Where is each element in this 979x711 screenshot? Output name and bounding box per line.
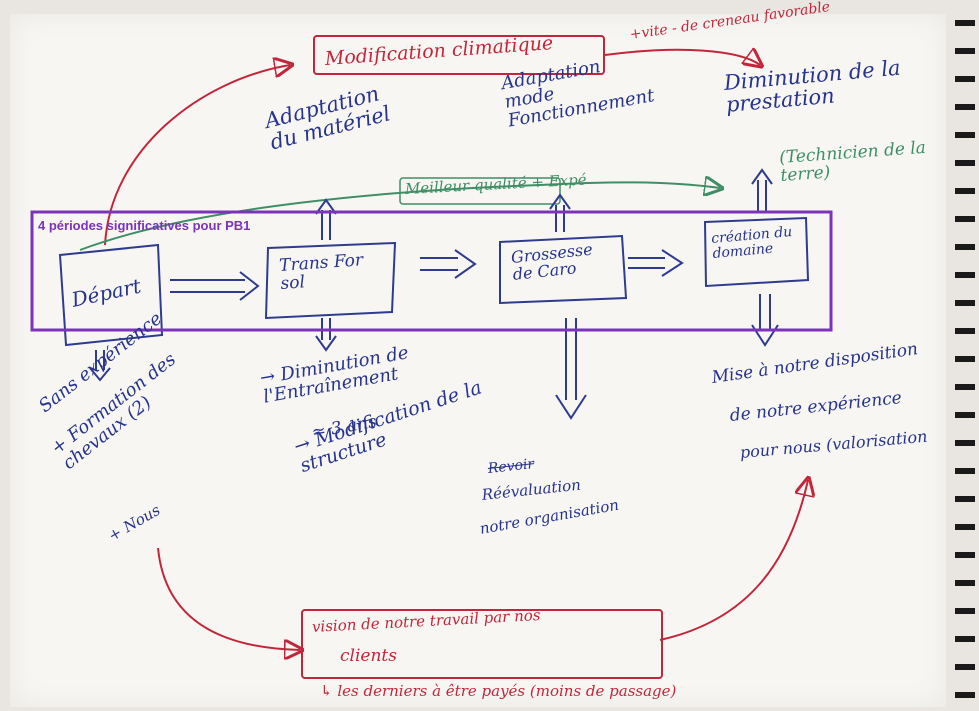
meilleur-box: [399, 177, 561, 205]
down-arrow-transfor: [315, 318, 337, 352]
up-arrow-creation: [751, 168, 773, 212]
arrow-grossesse-creation: [628, 249, 684, 277]
vision-text-line2: clients: [340, 646, 397, 666]
climate-box: [313, 35, 605, 75]
periods-label: 4 périodes significatives pour PB1: [38, 218, 251, 233]
vision-box: [301, 609, 663, 679]
periods-overlay-box: [30, 210, 833, 332]
green-line: [79, 182, 720, 251]
node-creation-shape: [703, 216, 810, 288]
up-arrow-grossesse: [549, 193, 571, 232]
down-arrow-depart: [89, 350, 111, 382]
red-arrow-to-climate: [104, 65, 290, 246]
red-arrow-to-diminution: [604, 50, 760, 65]
spiral-binding: [955, 20, 975, 698]
node-grossesse-shape: [499, 234, 628, 305]
node-depart-shape: [58, 243, 164, 347]
down-arrow-creation: [751, 294, 779, 347]
paper-sheet: [10, 14, 946, 707]
node-transfor-label: Trans For sol: [278, 250, 364, 294]
arrow-transfor-grossesse: [420, 249, 477, 279]
red-arrow-bottom-left: [157, 547, 300, 650]
down-arrow-grossesse: [555, 318, 587, 420]
up-arrow-transfor: [315, 198, 337, 240]
red-arrow-bottom-right: [659, 480, 808, 641]
arrow-depart-transfor: [170, 271, 260, 301]
derniers-text: ↳ les derniers à être payés (moins de pa…: [320, 682, 677, 700]
node-transfor-shape: [264, 241, 397, 320]
